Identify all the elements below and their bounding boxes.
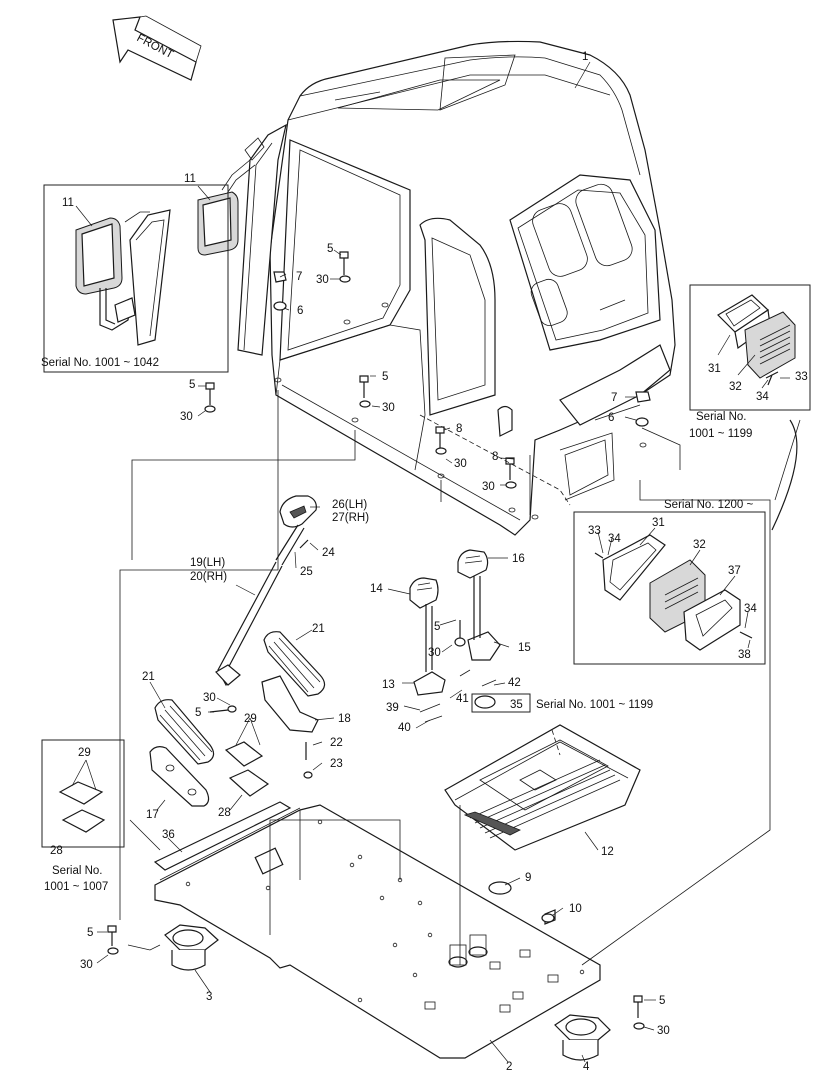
- mirror-assembly: [197, 123, 287, 356]
- serial-note-gasket-line2: 1001 ~ 1007: [44, 881, 108, 893]
- callout-8: 8: [492, 451, 498, 463]
- callout-30: 30: [454, 458, 467, 470]
- gasket-variant-box: [41, 739, 125, 848]
- callout-30: 30: [316, 274, 329, 286]
- callout-39: 39: [386, 702, 399, 714]
- callout-21: 21: [312, 623, 325, 635]
- callout-6: 6: [297, 305, 303, 317]
- callout-11: 11: [184, 173, 196, 185]
- callout-42: 42: [508, 677, 521, 689]
- callout-4: 4: [583, 1061, 590, 1073]
- callout-16: 16: [512, 553, 525, 565]
- callout-38: 38: [738, 649, 751, 661]
- callout-30: 30: [180, 411, 193, 423]
- callout-31: 31: [652, 517, 665, 529]
- callout-30: 30: [482, 481, 495, 493]
- mirror-variant-box: [43, 184, 229, 373]
- callout-34: 34: [744, 603, 757, 615]
- callout-27-rh: 27(RH): [332, 512, 369, 524]
- callout-6: 6: [608, 412, 614, 424]
- mounts: [164, 913, 611, 1061]
- callout-2: 2: [506, 1061, 512, 1073]
- callout-30: 30: [80, 959, 93, 971]
- callout-18: 18: [338, 713, 351, 725]
- callout-36: 36: [162, 829, 175, 841]
- callout-17: 17: [146, 809, 159, 821]
- callout-34: 34: [608, 533, 621, 545]
- callout-7: 7: [611, 392, 617, 404]
- callout-5: 5: [434, 621, 440, 633]
- callout-12: 12: [601, 846, 614, 858]
- fasteners: [107, 251, 651, 1030]
- callout-5: 5: [87, 927, 93, 939]
- callout-20-rh: 20(RH): [190, 571, 227, 583]
- callout-labels: 1 11 11 5 7 30 6 5 30 5 30 8 30 8 30 7 6…: [50, 51, 808, 1073]
- callout-11b: 11: [62, 197, 74, 209]
- front-label: FRONT: [135, 32, 176, 61]
- callout-29: 29: [244, 713, 257, 725]
- callout-30: 30: [428, 647, 441, 659]
- callout-5: 5: [189, 379, 195, 391]
- serial-note-vent-line1: Serial No.: [696, 411, 747, 423]
- callout-30: 30: [382, 402, 395, 414]
- cab-assembly: [269, 40, 676, 536]
- callout-23: 23: [330, 758, 343, 770]
- callout-5: 5: [327, 243, 333, 255]
- callout-7: 7: [296, 271, 302, 283]
- serial-notes: Serial No. 1001 ~ 1042 Serial No. 1001 ~…: [41, 357, 753, 893]
- callout-35: 35: [510, 699, 523, 711]
- callout-31: 31: [708, 363, 721, 375]
- callout-29: 29: [78, 747, 91, 759]
- floor-mat: [444, 724, 641, 851]
- callout-28: 28: [50, 845, 63, 857]
- callout-40: 40: [398, 722, 411, 734]
- callout-41: 41: [456, 693, 469, 705]
- serial-note-gasket-line1: Serial No.: [52, 865, 103, 877]
- serial-note-plug: Serial No. 1001 ~ 1199: [536, 699, 653, 711]
- front-arrow-icon: FRONT: [112, 15, 202, 81]
- callout-9: 9: [525, 872, 531, 884]
- callout-19-lh: 19(LH): [190, 557, 225, 569]
- guide-lines: [119, 390, 801, 966]
- vent-new-box: [573, 511, 766, 665]
- callout-13: 13: [382, 679, 395, 691]
- callout-5: 5: [659, 995, 665, 1007]
- callout-5: 5: [195, 707, 201, 719]
- callout-14: 14: [370, 583, 383, 595]
- callout-8: 8: [456, 423, 462, 435]
- callout-22: 22: [330, 737, 343, 749]
- callout-25: 25: [300, 566, 313, 578]
- serial-note-mirror: Serial No. 1001 ~ 1042: [41, 357, 159, 369]
- serial-note-vent-line2: 1001 ~ 1199: [689, 428, 752, 440]
- callout-24: 24: [322, 547, 335, 559]
- callout-30: 30: [203, 692, 216, 704]
- callout-34: 34: [756, 391, 769, 403]
- floor-plate: [153, 801, 601, 1059]
- callout-28: 28: [218, 807, 231, 819]
- leader-lines: [75, 61, 790, 1063]
- pedal-assembly: [409, 549, 501, 723]
- callout-26-lh: 26(LH): [332, 499, 367, 511]
- callout-3: 3: [206, 991, 212, 1003]
- callout-32: 32: [693, 539, 706, 551]
- callout-32: 32: [729, 381, 742, 393]
- vent-old-box: [689, 284, 811, 411]
- callout-1: 1: [582, 51, 588, 63]
- lever-assembly: [149, 495, 326, 807]
- callout-21: 21: [142, 671, 155, 683]
- serial-note-vent-new: Serial No. 1200 ~: [664, 499, 753, 511]
- callout-37: 37: [728, 565, 741, 577]
- callout-5: 5: [382, 371, 388, 383]
- callout-33: 33: [795, 371, 808, 383]
- callout-33: 33: [588, 525, 601, 537]
- callout-10: 10: [569, 903, 582, 915]
- callout-15: 15: [518, 642, 531, 654]
- callout-30: 30: [657, 1025, 670, 1037]
